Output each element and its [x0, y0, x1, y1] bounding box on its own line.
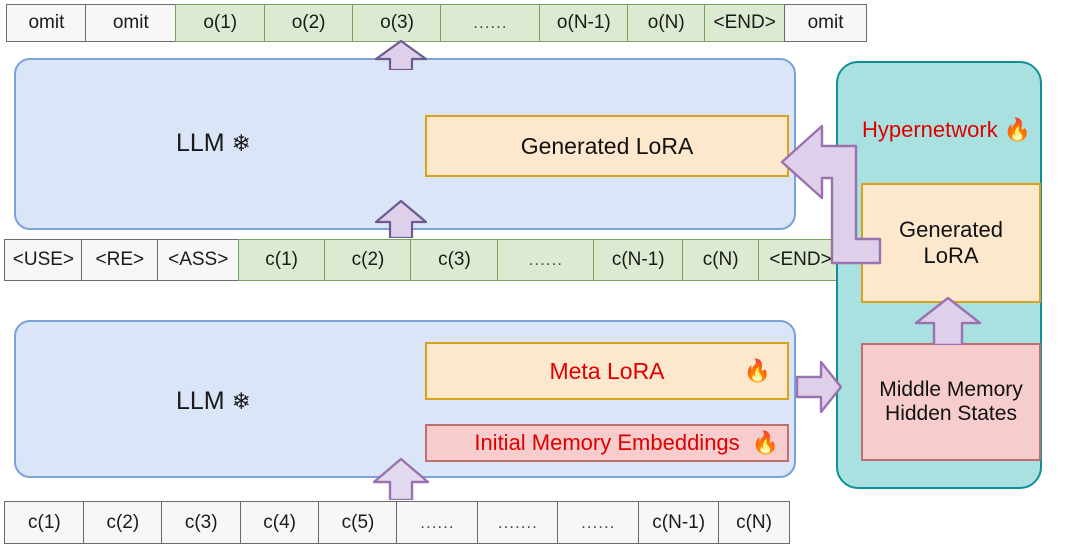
token-cell[interactable]: c(N): [681, 239, 760, 281]
hypernetwork-title-text: Hypernetwork: [862, 117, 998, 142]
token-cell[interactable]: ......: [496, 239, 595, 281]
context-token-sequence: c(1)c(2)c(3)c(4)c(5)...................c…: [4, 501, 791, 544]
hypernetwork-generated-lora-line2: LoRA: [923, 243, 979, 268]
upper-llm-label: LLM ❄: [176, 129, 251, 158]
fire-icon: 🔥: [751, 430, 779, 455]
token-cell[interactable]: o(3): [352, 4, 443, 42]
snowflake-icon: ❄: [231, 388, 251, 414]
hypernetwork-generated-lora-line1: Generated: [899, 217, 1003, 242]
lower-llm-text: LLM: [176, 387, 225, 415]
upper-llm-text: LLM: [176, 129, 225, 157]
token-cell[interactable]: ......: [440, 4, 541, 42]
arrow-lower-llm-to-middle-memory: [796, 361, 842, 413]
middle-memory-line2: Hidden States: [885, 402, 1017, 425]
lower-llm-panel[interactable]: LLM ❄ Meta LoRA 🔥 Initial Memory Embeddi…: [14, 320, 796, 478]
meta-lora-label: Meta LoRA: [549, 357, 665, 384]
token-cell[interactable]: c(2): [324, 239, 413, 281]
middle-memory-line1: Middle Memory: [879, 378, 1023, 401]
token-cell[interactable]: c(2): [82, 501, 163, 544]
lower-llm-label: LLM ❄: [176, 387, 251, 416]
hypernetwork-title: Hypernetwork 🔥: [862, 117, 1031, 143]
token-cell[interactable]: c(1): [4, 501, 85, 544]
token-cell[interactable]: ......: [557, 501, 640, 544]
fire-icon: 🔥: [1003, 117, 1032, 142]
arrow-prompt-tokens-to-upper-llm: [375, 200, 427, 238]
token-cell[interactable]: omit: [784, 4, 868, 42]
token-cell[interactable]: <END>: [703, 4, 786, 42]
prompt-token-sequence: <USE><RE><ASS>c(1)c(2)c(3)......c(N-1)c(…: [4, 239, 844, 281]
token-cell[interactable]: c(N): [718, 501, 791, 544]
upper-generated-lora-label: Generated LoRA: [520, 132, 694, 159]
token-cell[interactable]: c(N-1): [593, 239, 684, 281]
fire-icon: 🔥: [743, 358, 771, 383]
arrow-upper-llm-to-output-tokens: [375, 40, 427, 70]
middle-memory-hidden-states-box[interactable]: Middle Memory Hidden States: [861, 343, 1041, 461]
meta-lora-box[interactable]: Meta LoRA 🔥: [425, 342, 789, 400]
token-cell[interactable]: c(1): [237, 239, 326, 281]
token-cell[interactable]: omit: [6, 4, 87, 42]
arrow-middle-memory-to-generated-lora: [915, 297, 981, 345]
token-cell[interactable]: o(2): [263, 4, 354, 42]
token-cell[interactable]: <ASS>: [157, 239, 240, 281]
upper-generated-lora-box[interactable]: Generated LoRA: [425, 115, 789, 177]
token-cell[interactable]: c(4): [239, 501, 320, 544]
token-cell[interactable]: c(N-1): [637, 501, 720, 544]
token-cell[interactable]: c(3): [161, 501, 242, 544]
arrow-context-tokens-to-lower-llm: [373, 458, 429, 500]
upper-llm-panel[interactable]: LLM ❄ Generated LoRA: [14, 58, 796, 230]
token-cell[interactable]: o(1): [175, 4, 266, 42]
token-cell[interactable]: ......: [396, 501, 479, 544]
token-cell[interactable]: c(5): [318, 501, 399, 544]
token-cell[interactable]: <END>: [758, 239, 844, 281]
snowflake-icon: ❄: [231, 130, 251, 156]
initial-memory-embeddings-box[interactable]: Initial Memory Embeddings 🔥: [425, 424, 789, 462]
token-cell[interactable]: o(N-1): [538, 4, 629, 42]
token-cell[interactable]: <RE>: [80, 239, 159, 281]
hypernetwork-panel[interactable]: Hypernetwork 🔥 Generated LoRA Middle Mem…: [836, 61, 1042, 489]
initial-memory-embeddings-label: Initial Memory Embeddings: [474, 430, 740, 455]
token-cell[interactable]: omit: [84, 4, 177, 42]
arrow-hypernetwork-lora-to-upper-llm: [780, 113, 890, 273]
token-cell[interactable]: o(N): [627, 4, 706, 42]
token-cell[interactable]: .......: [476, 501, 559, 544]
token-cell[interactable]: c(3): [410, 239, 499, 281]
hypernetwork-generated-lora-box[interactable]: Generated LoRA: [861, 183, 1041, 303]
token-cell[interactable]: <USE>: [4, 239, 83, 281]
